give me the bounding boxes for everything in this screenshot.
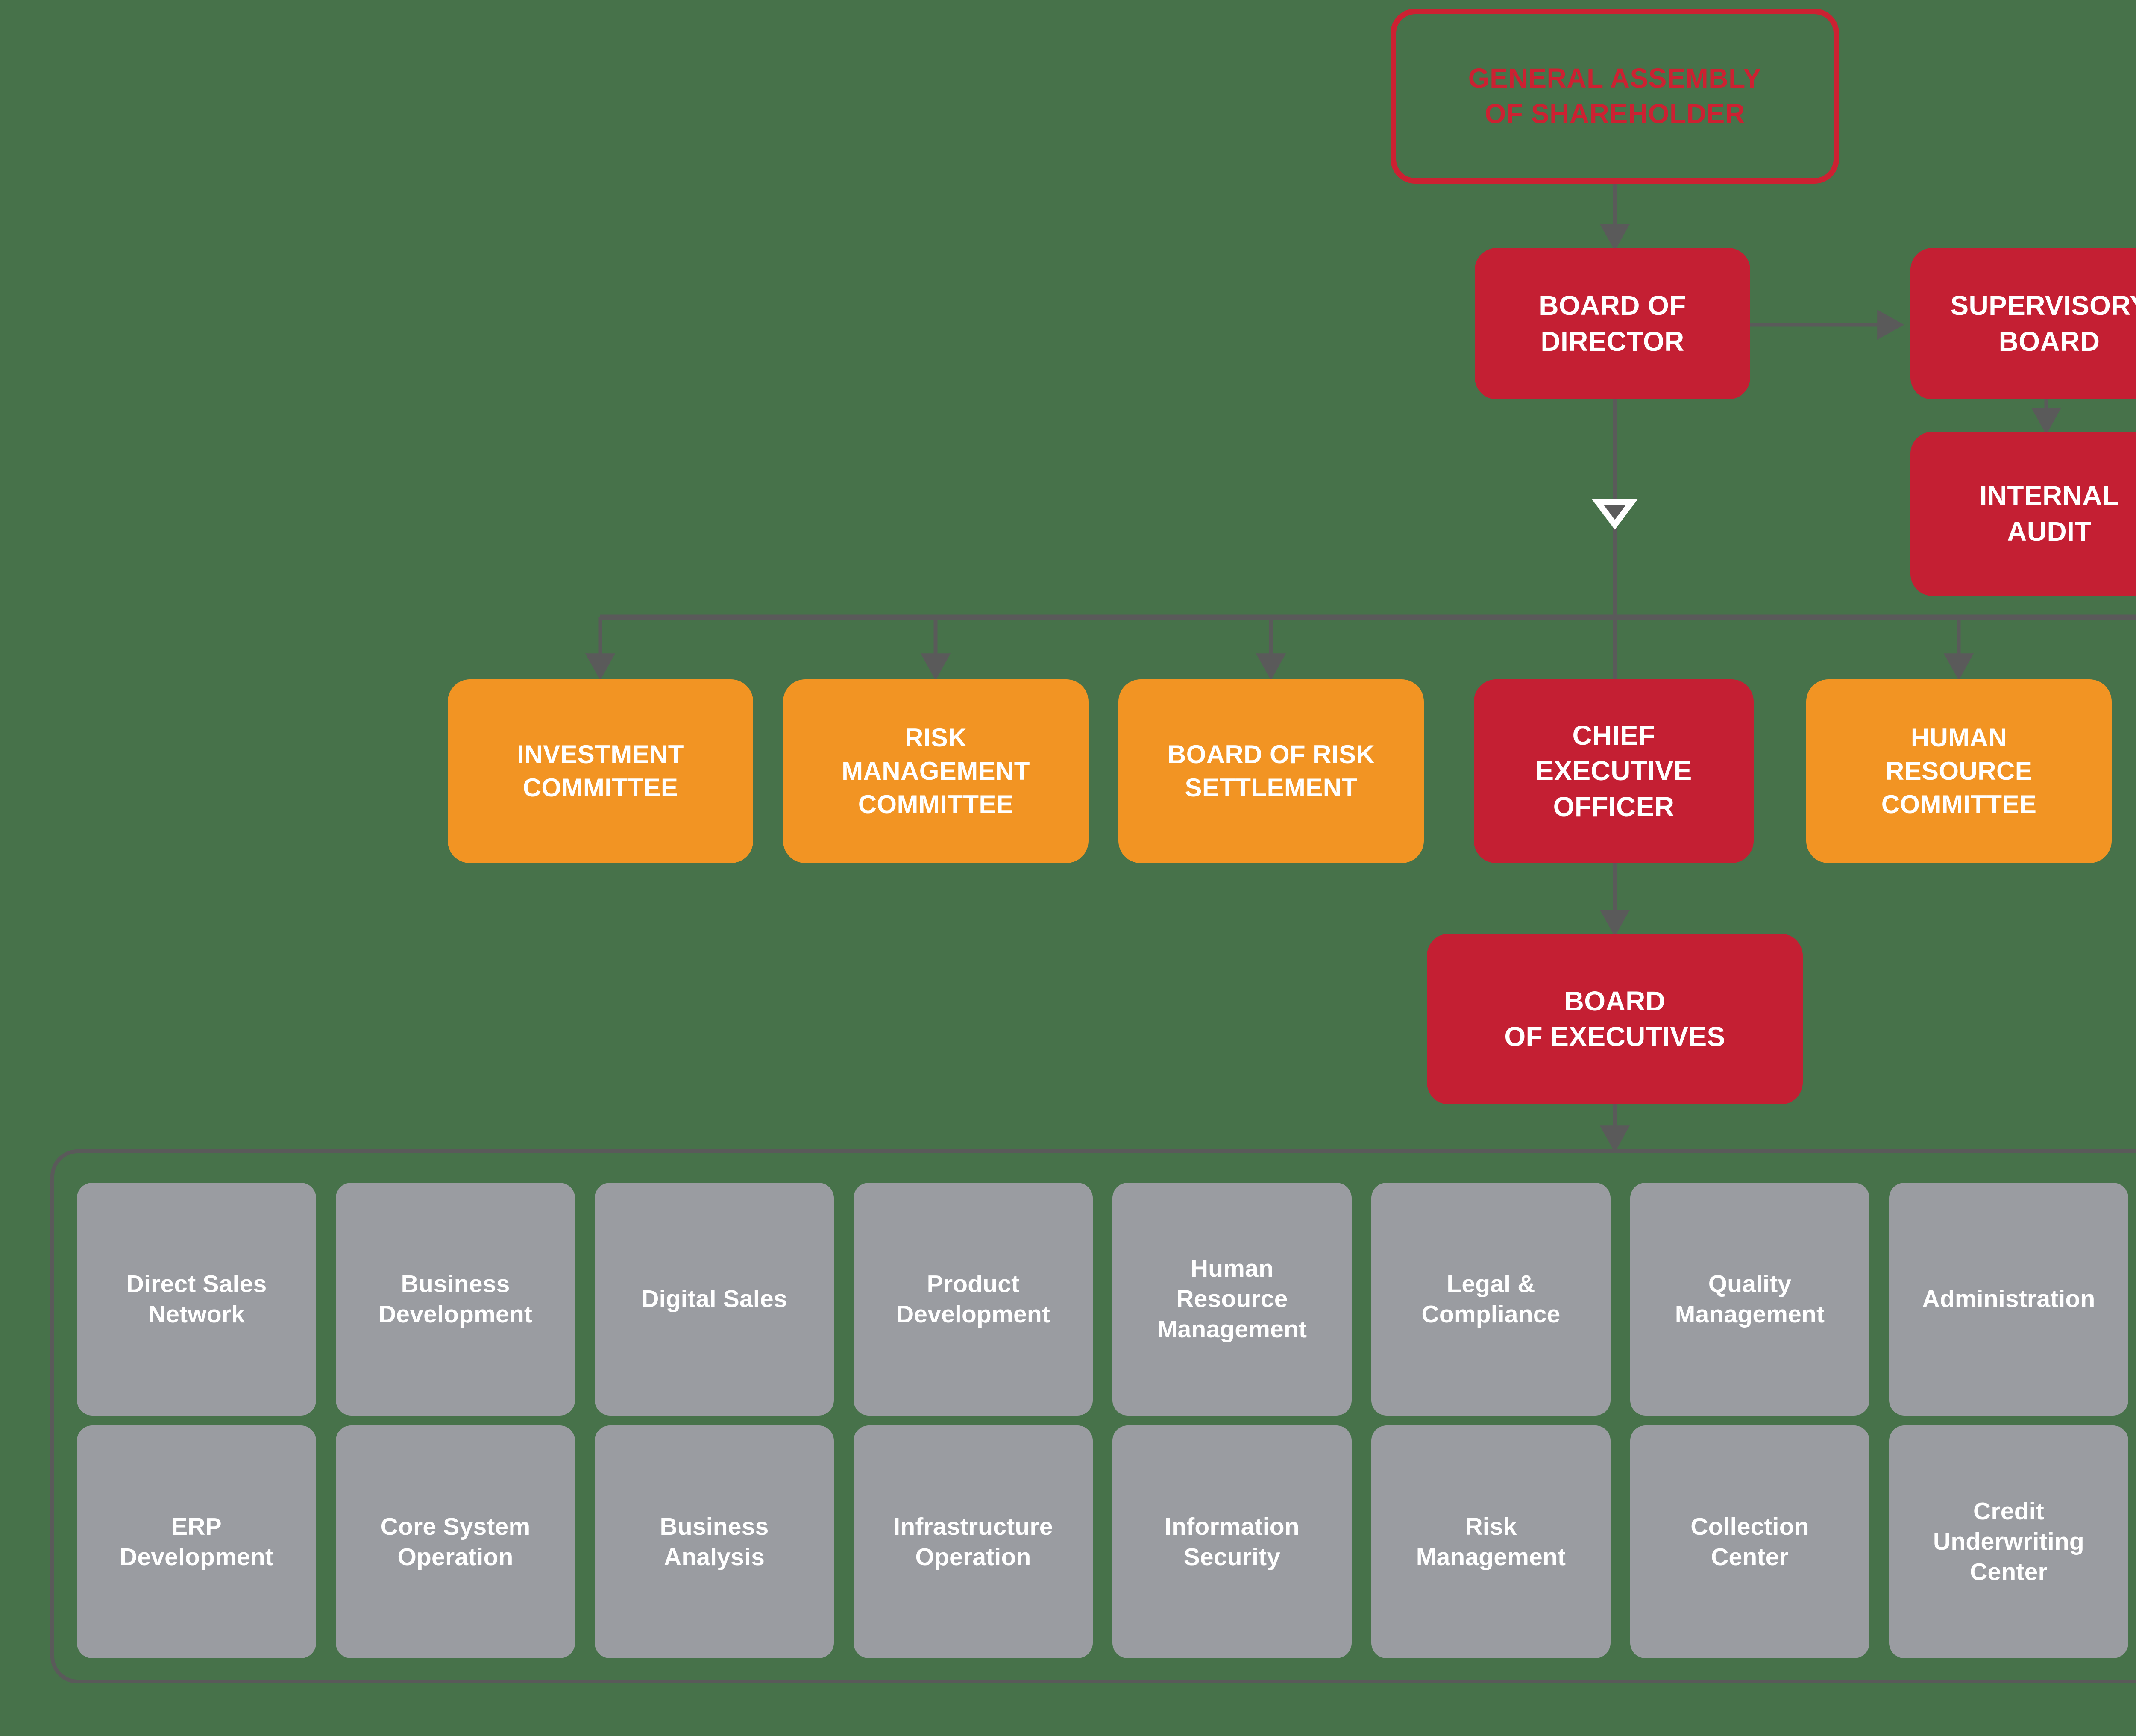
dept-chip-direct-sales-network[interactable]: Direct Sales Network xyxy=(77,1183,316,1416)
dept-chip-core-system-operation[interactable]: Core System Operation xyxy=(336,1425,575,1658)
dept-label: Collection Center xyxy=(1690,1513,1809,1571)
dept-label: Risk Management xyxy=(1416,1513,1566,1571)
dept-chip-information-security[interactable]: Information Security xyxy=(1112,1425,1352,1658)
node-internal-audit[interactable]: INTERNAL AUDIT xyxy=(1910,432,2136,596)
node-label: INVESTMENT COMMITTEE xyxy=(517,740,684,802)
dept-chip-product-development[interactable]: Product Development xyxy=(854,1183,1093,1416)
node-label: GENERAL ASSEMBLY OF SHAREHOLDER xyxy=(1468,62,1762,129)
node-chief-executive-officer[interactable]: CHIEF EXECUTIVE OFFICER xyxy=(1474,679,1754,863)
dept-label: Infrastructure Operation xyxy=(893,1513,1053,1571)
node-label: INTERNAL AUDIT xyxy=(1979,480,2119,547)
dept-chip-collection-center[interactable]: Collection Center xyxy=(1630,1425,1869,1658)
node-supervisory-board[interactable]: SUPERVISORY BOARD xyxy=(1910,248,2136,399)
dept-label: Digital Sales xyxy=(641,1285,787,1313)
node-board-of-risk-settlement[interactable]: BOARD OF RISK SETTLEMENT xyxy=(1118,679,1424,863)
dept-label: Business Development xyxy=(378,1270,533,1328)
dept-label: Information Security xyxy=(1165,1513,1300,1571)
dept-chip-quality-management[interactable]: Quality Management xyxy=(1630,1183,1869,1416)
dept-chip-business-analysis[interactable]: Business Analysis xyxy=(595,1425,834,1658)
departments-container xyxy=(50,1149,2136,1683)
node-label: HUMAN RESOURCE COMMITTEE xyxy=(1881,723,2037,819)
node-label: BOARD OF RISK SETTLEMENT xyxy=(1167,740,1375,802)
node-label: SUPERVISORY BOARD xyxy=(1950,290,2136,357)
node-human-resource-committee[interactable]: HUMAN RESOURCE COMMITTEE xyxy=(1806,679,2112,863)
dept-label: Product Development xyxy=(896,1270,1050,1328)
dept-chip-legal-compliance[interactable]: Legal & Compliance xyxy=(1371,1183,1611,1416)
node-board-of-executives[interactable]: BOARD OF EXECUTIVES xyxy=(1427,934,1803,1104)
dept-label: Quality Management xyxy=(1675,1270,1825,1328)
dept-chip-risk-management[interactable]: Risk Management xyxy=(1371,1425,1611,1658)
node-risk-management-committee[interactable]: RISK MANAGEMENT COMMITTEE xyxy=(783,679,1089,863)
dept-label: Direct Sales Network xyxy=(126,1270,267,1328)
dept-chip-human-resource-management[interactable]: Human Resource Management xyxy=(1112,1183,1352,1416)
dept-label: Business Analysis xyxy=(660,1513,769,1571)
dept-chip-digital-sales[interactable]: Digital Sales xyxy=(595,1183,834,1416)
dept-label: Administration xyxy=(1922,1285,2095,1313)
dept-chip-business-development[interactable]: Business Development xyxy=(336,1183,575,1416)
node-label: BOARD OF DIRECTOR xyxy=(1539,290,1686,357)
node-label: CHIEF EXECUTIVE OFFICER xyxy=(1535,720,1692,822)
node-board-of-director[interactable]: BOARD OF DIRECTOR xyxy=(1475,248,1750,399)
dept-label: ERP Development xyxy=(119,1513,274,1571)
dept-chip-credit-underwriting-center[interactable]: Credit Underwriting Center xyxy=(1889,1425,2128,1658)
dept-chip-infrastructure-operation[interactable]: Infrastructure Operation xyxy=(854,1425,1093,1658)
dept-label: Credit Underwriting Center xyxy=(1933,1498,2084,1586)
dept-chip-erp-development[interactable]: ERP Development xyxy=(77,1425,316,1658)
node-label: BOARD OF EXECUTIVES xyxy=(1504,985,1725,1052)
dept-chip-administration[interactable]: Administration xyxy=(1889,1183,2128,1416)
node-label: RISK MANAGEMENT COMMITTEE xyxy=(842,723,1030,819)
node-general-assembly-of-shareholder[interactable]: GENERAL ASSEMBLY OF SHAREHOLDER xyxy=(1391,9,1839,184)
dept-label: Core System Operation xyxy=(380,1513,531,1571)
dept-label: Legal & Compliance xyxy=(1421,1270,1561,1328)
node-investment-committee[interactable]: INVESTMENT COMMITTEE xyxy=(448,679,753,863)
dept-label: Human Resource Management xyxy=(1157,1255,1307,1343)
